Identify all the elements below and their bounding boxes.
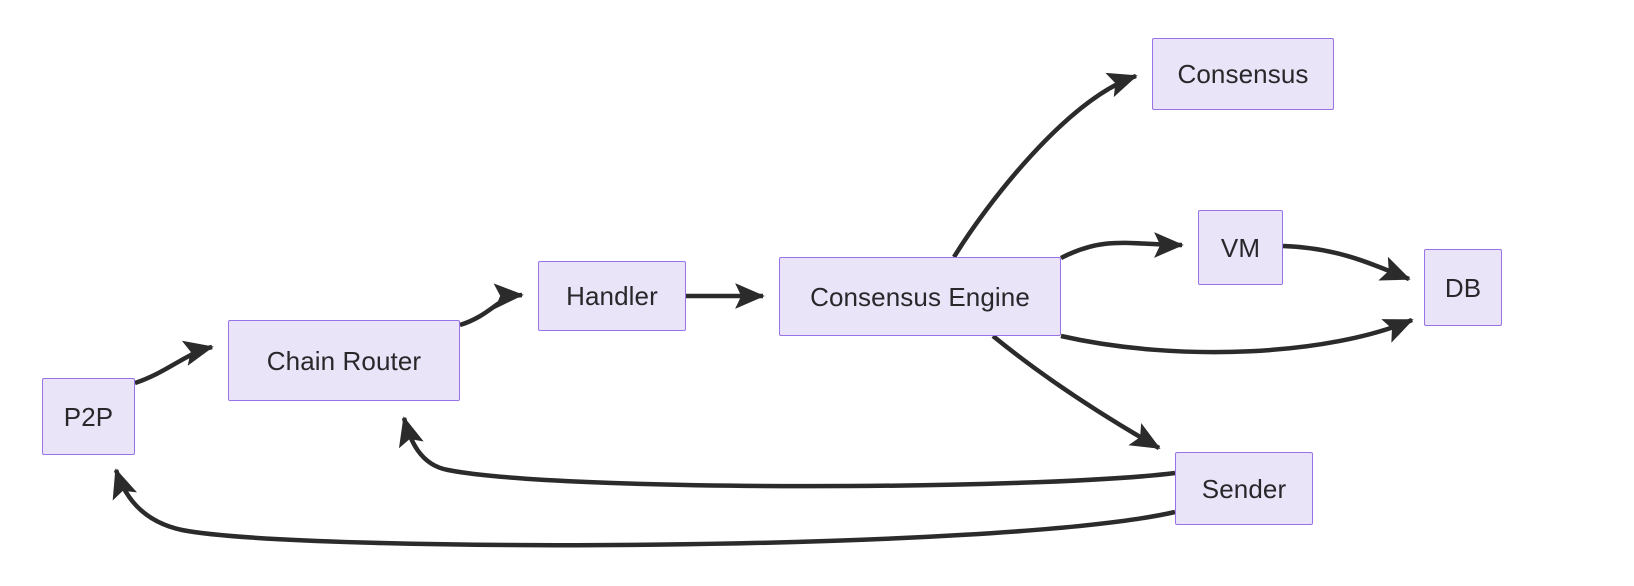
edge-consensus-engine-to-consensus (952, 72, 1138, 259)
node-consensus-engine[interactable]: Consensus Engine (779, 257, 1061, 336)
edge-sender-to-p2p (112, 468, 1176, 548)
node-p2p-label: P2P (63, 401, 114, 432)
node-sender-label: Sender (1201, 473, 1287, 504)
node-handler[interactable]: Handler (538, 261, 686, 331)
edge-consensus-engine-to-db (1060, 317, 1414, 355)
node-consensus-label: Consensus (1177, 59, 1309, 89)
node-chain-router[interactable]: Chain Router (228, 320, 460, 401)
node-p2p[interactable]: P2P (42, 378, 135, 455)
node-sender[interactable]: Sender (1175, 452, 1313, 525)
node-consensus-engine-label: Consensus Engine (810, 281, 1030, 312)
node-db-label: DB (1444, 272, 1482, 303)
node-handler-label: Handler (566, 281, 658, 311)
node-consensus[interactable]: Consensus (1152, 38, 1334, 110)
edge-vm-to-db (1282, 243, 1411, 282)
edge-p2p-to-chain-router (134, 340, 214, 386)
edge-sender-to-chain-router (398, 416, 1176, 489)
node-chain-router-label: Chain Router (266, 345, 422, 376)
edge-consensus-engine-to-sender (991, 334, 1161, 450)
node-db[interactable]: DB (1424, 249, 1502, 326)
edge-consensus-engine-to-vm (1059, 232, 1184, 261)
node-vm[interactable]: VM (1198, 210, 1283, 285)
edge-chain-router-to-handler (459, 283, 524, 328)
node-vm-label: VM (1220, 232, 1261, 263)
